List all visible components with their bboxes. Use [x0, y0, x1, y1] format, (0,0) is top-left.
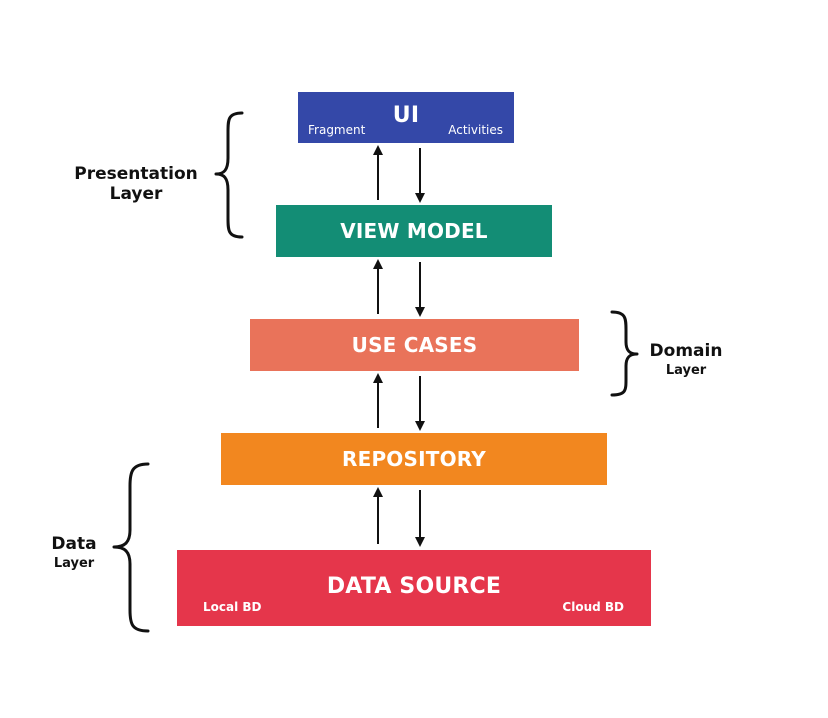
ui-left-label: Fragment	[308, 123, 366, 137]
domain-brace	[610, 310, 639, 397]
use-cases-box: USE CASES	[250, 319, 579, 371]
presentation-brace	[214, 111, 244, 239]
domain-layer-sub: Layer	[665, 363, 707, 378]
data-layer-sub: Layer	[53, 556, 95, 571]
arrow-pair-repository-datasource	[373, 487, 425, 547]
arrow-pair-ui-viewmodel	[373, 145, 425, 203]
ui-right-label: Activities	[448, 123, 503, 137]
domain-layer-title: Domain	[649, 341, 723, 361]
data-brace	[112, 462, 150, 633]
presentation-layer-label: Presentation Layer	[74, 164, 198, 205]
arrow-pair-viewmodel-usecases	[373, 259, 425, 317]
data-source-left-label: Local BD	[203, 600, 262, 614]
data-source-title: DATA SOURCE	[326, 574, 502, 599]
arrow-pair-usecases-repository	[373, 373, 425, 431]
ui-title: UI	[392, 103, 420, 128]
data-source-box: DATA SOURCE Local BD Cloud BD	[177, 550, 651, 626]
use-cases-title: USE CASES	[351, 333, 478, 357]
repository-box: REPOSITORY	[221, 433, 607, 485]
data-layer-title: Data	[51, 534, 97, 554]
view-model-title: VIEW MODEL	[340, 219, 488, 243]
data-source-right-label: Cloud BD	[562, 600, 624, 614]
ui-box: UI Fragment Activities	[298, 92, 514, 143]
repository-title: REPOSITORY	[341, 447, 486, 471]
view-model-box: VIEW MODEL	[276, 205, 552, 257]
